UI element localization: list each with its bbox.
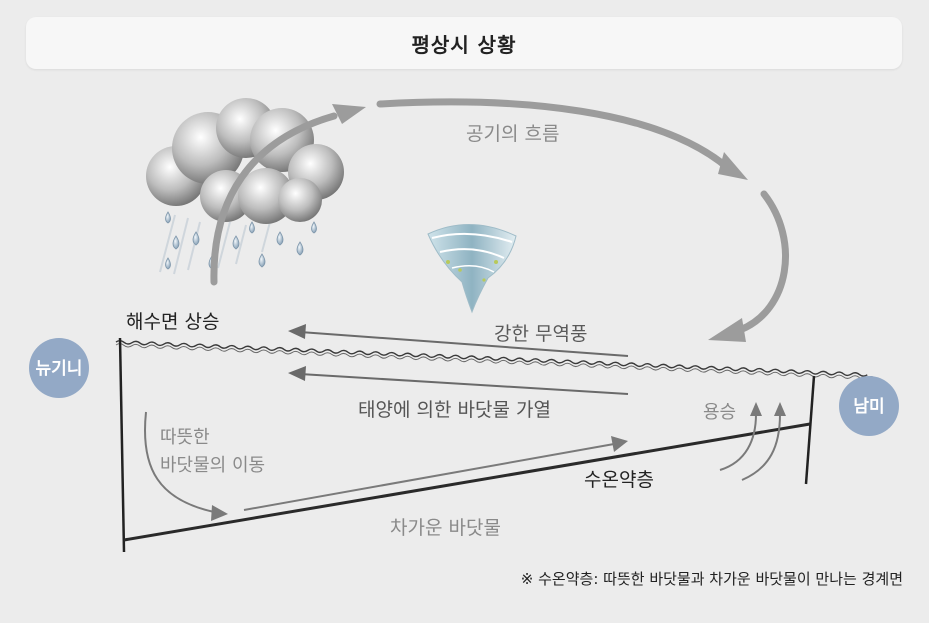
warm-water-east-arrow — [243, 436, 628, 511]
south-america-circle — [839, 376, 899, 436]
warm-water-move-arrow — [144, 411, 228, 521]
thermocline-line — [123, 422, 811, 542]
sea-level-rise-label: 해수면 상승 — [126, 311, 219, 333]
page-title: 평상시 상황 — [411, 32, 517, 57]
upwelling-arrows — [719, 413, 781, 481]
cold-water-label: 차가운 바닷물 — [390, 517, 501, 539]
sea-surface-line — [115, 339, 868, 377]
tornado-icon — [427, 224, 517, 314]
air-flow-arrow — [210, 98, 789, 334]
air-flow-arrowheads — [332, 104, 748, 342]
trade-wind-arrow — [288, 324, 629, 357]
warm-water-move-label-1: 따뜻한 — [160, 427, 210, 448]
solar-heating-arrow — [288, 366, 629, 395]
sea-surface-line-2 — [115, 343, 876, 380]
air-flow-label: 공기의 흐름 — [466, 123, 559, 145]
solar-heating-label: 태양에 의한 바닷물 가열 — [358, 399, 551, 421]
new-guinea-circle — [29, 338, 89, 398]
south-america-label: 남미 — [853, 397, 884, 417]
west-wall — [118, 337, 126, 553]
cloud-body — [146, 98, 344, 224]
title-bar: 평상시 상황 — [26, 17, 902, 69]
footnote: ※ 수온약층: 따뜻한 바닷물과 차가운 바닷물이 만나는 경계면 — [521, 570, 903, 588]
upwelling-label: 용승 — [703, 402, 736, 423]
east-wall — [804, 375, 816, 485]
trade-wind-label: 강한 무역풍 — [494, 323, 587, 345]
warm-water-move-label-2: 바닷물의 이동 — [160, 455, 265, 476]
rain-streaks — [159, 214, 271, 275]
new-guinea-label: 뉴기니 — [36, 359, 83, 379]
thermocline-label: 수온약층 — [584, 469, 654, 491]
upwelling-arrowheads — [750, 402, 786, 416]
